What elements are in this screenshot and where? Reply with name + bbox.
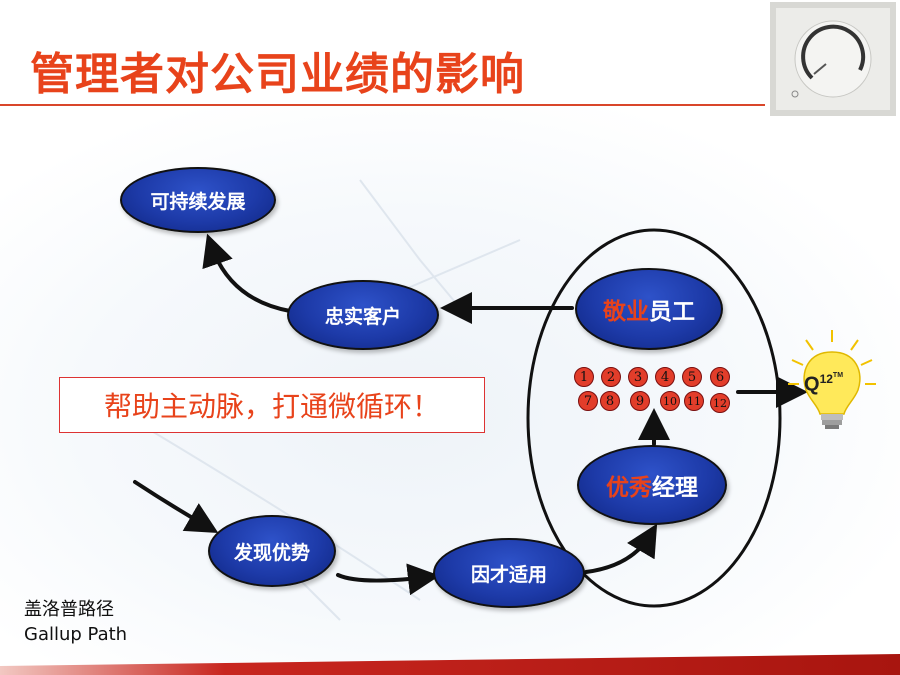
dial-knob-image (770, 2, 896, 116)
title-underline (0, 104, 765, 106)
engagement-circle (526, 228, 782, 608)
arrow-loyal-to-sustainable (202, 233, 292, 313)
q12-dot: 7 (578, 391, 598, 411)
arrow-discover-to-fit (336, 563, 440, 596)
page-title: 管理者对公司业绩的影响 (30, 49, 525, 100)
q12-dot: 11 (684, 391, 704, 411)
node-label: 发现优势 (233, 541, 310, 564)
gallup-path-en: Gallup Path (24, 624, 128, 645)
q12-dot: 1 (574, 367, 594, 387)
node-label-accent: 敬业 (603, 299, 649, 325)
q12-dot: 9 (630, 391, 650, 411)
q12-dot: 2 (601, 367, 621, 387)
slogan-box: 帮助主动脉，打通微循环！ (59, 377, 485, 433)
node-engaged-employees: 敬业员工 (575, 268, 723, 350)
arrow-into-discover (133, 480, 219, 534)
node-discover-strengths: 发现优势 (208, 515, 336, 587)
node-loyal-customers: 忠实客户 (287, 280, 439, 350)
q12-dot: 12 (710, 393, 730, 413)
node-excellent-manager: 优秀经理 (577, 445, 727, 525)
q12-dot: 8 (600, 391, 620, 411)
node-label: 因才适用 (470, 563, 547, 586)
node-right-fit: 因才适用 (433, 538, 585, 608)
q12-dot: 3 (628, 367, 648, 387)
lightbulb-icon (788, 330, 876, 429)
q12-dot: 10 (660, 391, 680, 411)
node-label: 经理 (652, 475, 698, 501)
gallup-path-label: 盖洛普路径 Gallup Path (24, 597, 127, 647)
q12-badge: Q12TM (804, 372, 843, 397)
bottom-bar (0, 654, 900, 675)
node-label: 可持续发展 (150, 190, 246, 213)
gallup-path-cn: 盖洛普路径 (24, 599, 114, 620)
node-sustainable-development: 可持续发展 (120, 167, 276, 233)
node-label: 忠实客户 (324, 305, 401, 328)
trademark-mark: TM (832, 372, 844, 379)
node-label-accent: 优秀 (606, 475, 652, 501)
q12-sup: 12 (819, 372, 833, 386)
q12-dot: 4 (655, 367, 675, 387)
arrow-fit-to-manager (584, 523, 658, 574)
q12-dot: 6 (710, 367, 730, 387)
node-label: 员工 (649, 299, 695, 325)
q12-letter: Q (804, 373, 820, 396)
q12-dot: 5 (682, 367, 702, 387)
